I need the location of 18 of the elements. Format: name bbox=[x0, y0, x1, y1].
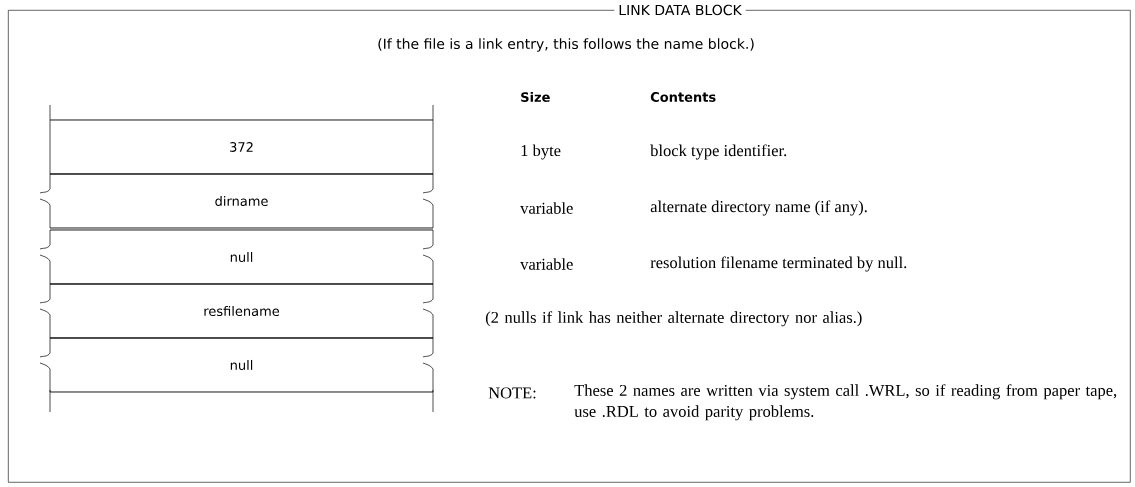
contents-text: resolution filename terminated by null. bbox=[650, 256, 907, 272]
contents-text: alternate directory name (if any). bbox=[650, 200, 867, 216]
column-heading: Size bbox=[521, 91, 550, 103]
subtitle: (If the file is a link entry, this follows the name block.) bbox=[378, 38, 754, 52]
contents-text: block type identifier. bbox=[650, 144, 787, 160]
note-label: NOTE: bbox=[488, 387, 536, 399]
size-text: variable bbox=[520, 202, 573, 214]
memory-cell: 372 bbox=[49, 119, 434, 175]
size-text: 1 byte bbox=[521, 144, 561, 160]
memory-cell: null bbox=[39, 229, 434, 285]
memory-cell: null bbox=[39, 337, 434, 393]
column-heading: Contents bbox=[650, 92, 716, 102]
note-text: These 2 names are written via system call .WRL, so if reading from paper tape, use .RDL to avoid parity problems. bbox=[574, 384, 1117, 421]
size-text: variable bbox=[520, 258, 573, 270]
memory-cell: dirname bbox=[39, 173, 434, 229]
memory-cell: resfilename bbox=[39, 283, 434, 339]
frame-title: LINK DATA BLOCK bbox=[614, 0, 746, 20]
note-text: (2 nulls if link has neither alternate directory nor alias.) bbox=[485, 311, 862, 327]
